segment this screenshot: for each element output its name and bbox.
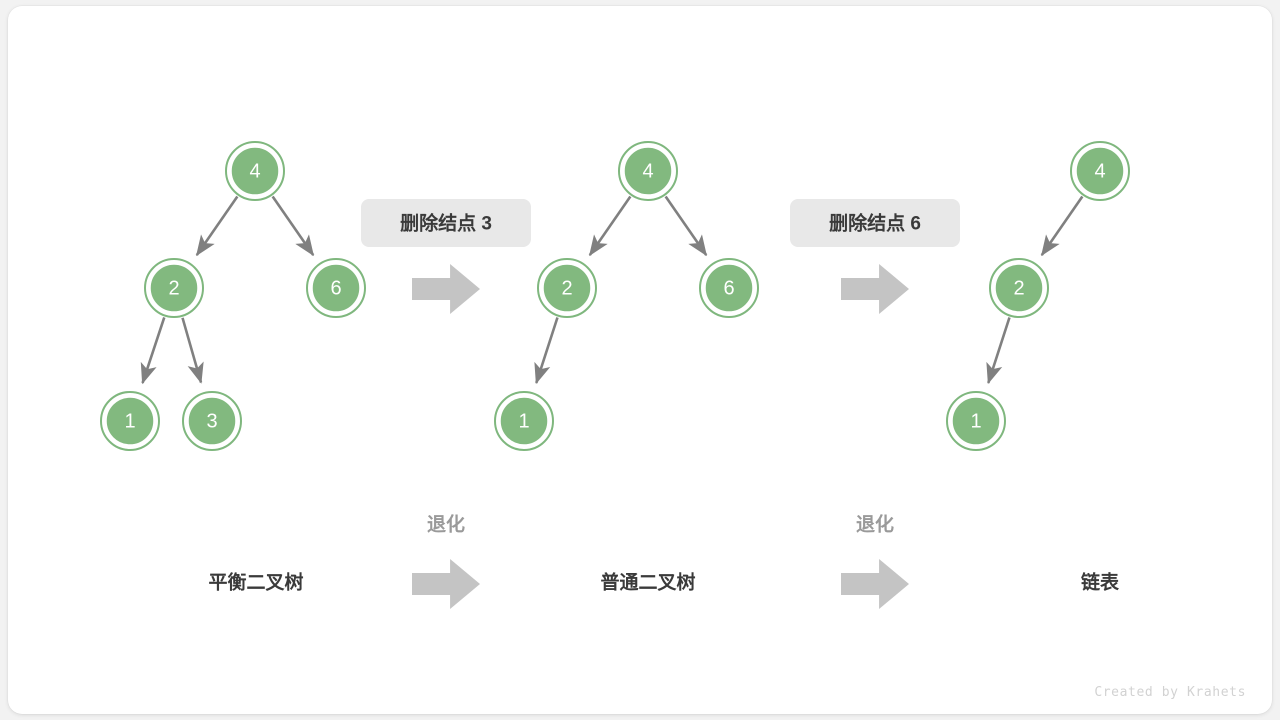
tree-edge-n4-to-n6 (664, 195, 708, 257)
nodes-layer: 4 2 6 1 3 4 2 6 1 4 2 1 (100, 141, 1130, 451)
tree-node-2[interactable]: 2 (989, 258, 1049, 318)
node-value-label: 6 (330, 278, 341, 300)
tree-node-1[interactable]: 1 (100, 391, 160, 451)
stage-ordinary-bst-nodes: 4 2 6 1 (494, 141, 759, 451)
tree-node-6[interactable]: 6 (699, 258, 759, 318)
stage-caption-stage-balanced-bst: 平衡二叉树 (208, 571, 303, 594)
tree-node-2[interactable]: 2 (144, 258, 204, 318)
node-outer-ring (144, 258, 204, 318)
node-outer-ring (618, 141, 678, 201)
stage-linked-list-edges (986, 195, 1084, 385)
stage-balanced-bst-nodes: 4 2 6 1 3 (100, 141, 366, 451)
node-body (498, 395, 550, 447)
edges-layer (140, 195, 1084, 385)
operation-label: 删除结点 6 (829, 212, 921, 235)
node-body (541, 262, 593, 314)
node-body (993, 262, 1045, 314)
node-outer-ring (946, 391, 1006, 451)
node-value-label: 4 (642, 161, 653, 183)
node-outer-ring (306, 258, 366, 318)
stage-caption-stage-ordinary-bst: 普通二叉树 (600, 571, 695, 594)
node-value-label: 1 (518, 411, 529, 433)
node-value-label: 2 (168, 278, 179, 300)
transition-block-arrow-icon (412, 559, 480, 609)
node-outer-ring (182, 391, 242, 451)
node-outer-ring (537, 258, 597, 318)
operations-layer: 删除结点 3 删除结点 6 (361, 199, 960, 314)
stage-balanced-bst-edges (140, 195, 315, 385)
tree-node-3[interactable]: 3 (182, 391, 242, 451)
tree-node-4[interactable]: 4 (1070, 141, 1130, 201)
transitions-layer: 退化 退化 (412, 513, 909, 609)
transition-label: 退化 (427, 513, 465, 536)
tree-edge-n2-to-n1 (986, 317, 1011, 385)
node-body (950, 395, 1002, 447)
tree-edge-n4-to-n2 (1040, 195, 1084, 257)
tree-degradation-diagram: 4 2 6 1 3 4 2 6 1 4 2 1 删除结点 3 删除结点 6 退化 退化 平衡二叉树 普通二叉… (100, 141, 1246, 700)
tree-node-1[interactable]: 1 (946, 391, 1006, 451)
node-body (186, 395, 238, 447)
tree-node-4[interactable]: 4 (225, 141, 285, 201)
transition-1: 退化 (412, 513, 480, 609)
node-outer-ring (225, 141, 285, 201)
node-value-label: 2 (1013, 278, 1024, 300)
node-outer-ring (989, 258, 1049, 318)
stage-ordinary-bst-edges (534, 195, 708, 385)
tree-node-6[interactable]: 6 (306, 258, 366, 318)
operation-box-background (790, 199, 960, 247)
operation-block-arrow-icon (841, 264, 909, 314)
node-body (622, 145, 674, 197)
diagram-card: 4 2 6 1 3 4 2 6 1 4 2 1 删除结点 3 删除结点 6 退化 退化 平衡二叉树 普通二叉… (8, 6, 1272, 714)
op-delete-6: 删除结点 6 (790, 199, 960, 314)
node-body (104, 395, 156, 447)
node-value-label: 6 (723, 278, 734, 300)
tree-edge-n4-to-n2 (588, 195, 632, 257)
node-outer-ring (699, 258, 759, 318)
node-value-label: 2 (561, 278, 572, 300)
tree-edge-n2-to-n1 (534, 317, 559, 385)
op-delete-3: 删除结点 3 (361, 199, 531, 314)
operation-box-background (361, 199, 531, 247)
node-body (310, 262, 362, 314)
tree-node-1[interactable]: 1 (494, 391, 554, 451)
transition-2: 退化 (841, 513, 909, 609)
node-value-label: 3 (206, 411, 217, 433)
stage-caption-stage-linked-list: 链表 (1081, 571, 1120, 594)
stage-linked-list-nodes: 4 2 1 (946, 141, 1130, 451)
tree-node-2[interactable]: 2 (537, 258, 597, 318)
credit-label: Created by Krahets (1094, 685, 1246, 700)
node-body (703, 262, 755, 314)
node-value-label: 4 (249, 161, 260, 183)
tree-edge-n2-to-n3 (181, 317, 204, 384)
node-value-label: 4 (1094, 161, 1105, 183)
captions-layer: 平衡二叉树 普通二叉树 链表 (208, 571, 1120, 594)
tree-edge-n4-to-n2 (195, 195, 239, 257)
node-value-label: 1 (970, 411, 981, 433)
node-body (229, 145, 281, 197)
operation-block-arrow-icon (412, 264, 480, 314)
node-body (1074, 145, 1126, 197)
node-outer-ring (494, 391, 554, 451)
tree-node-4[interactable]: 4 (618, 141, 678, 201)
node-value-label: 1 (124, 411, 135, 433)
tree-edge-n4-to-n6 (271, 195, 315, 257)
operation-label: 删除结点 3 (400, 212, 492, 235)
node-outer-ring (100, 391, 160, 451)
node-outer-ring (1070, 141, 1130, 201)
transition-block-arrow-icon (841, 559, 909, 609)
transition-label: 退化 (856, 513, 894, 536)
node-body (148, 262, 200, 314)
tree-edge-n2-to-n1 (140, 317, 166, 385)
